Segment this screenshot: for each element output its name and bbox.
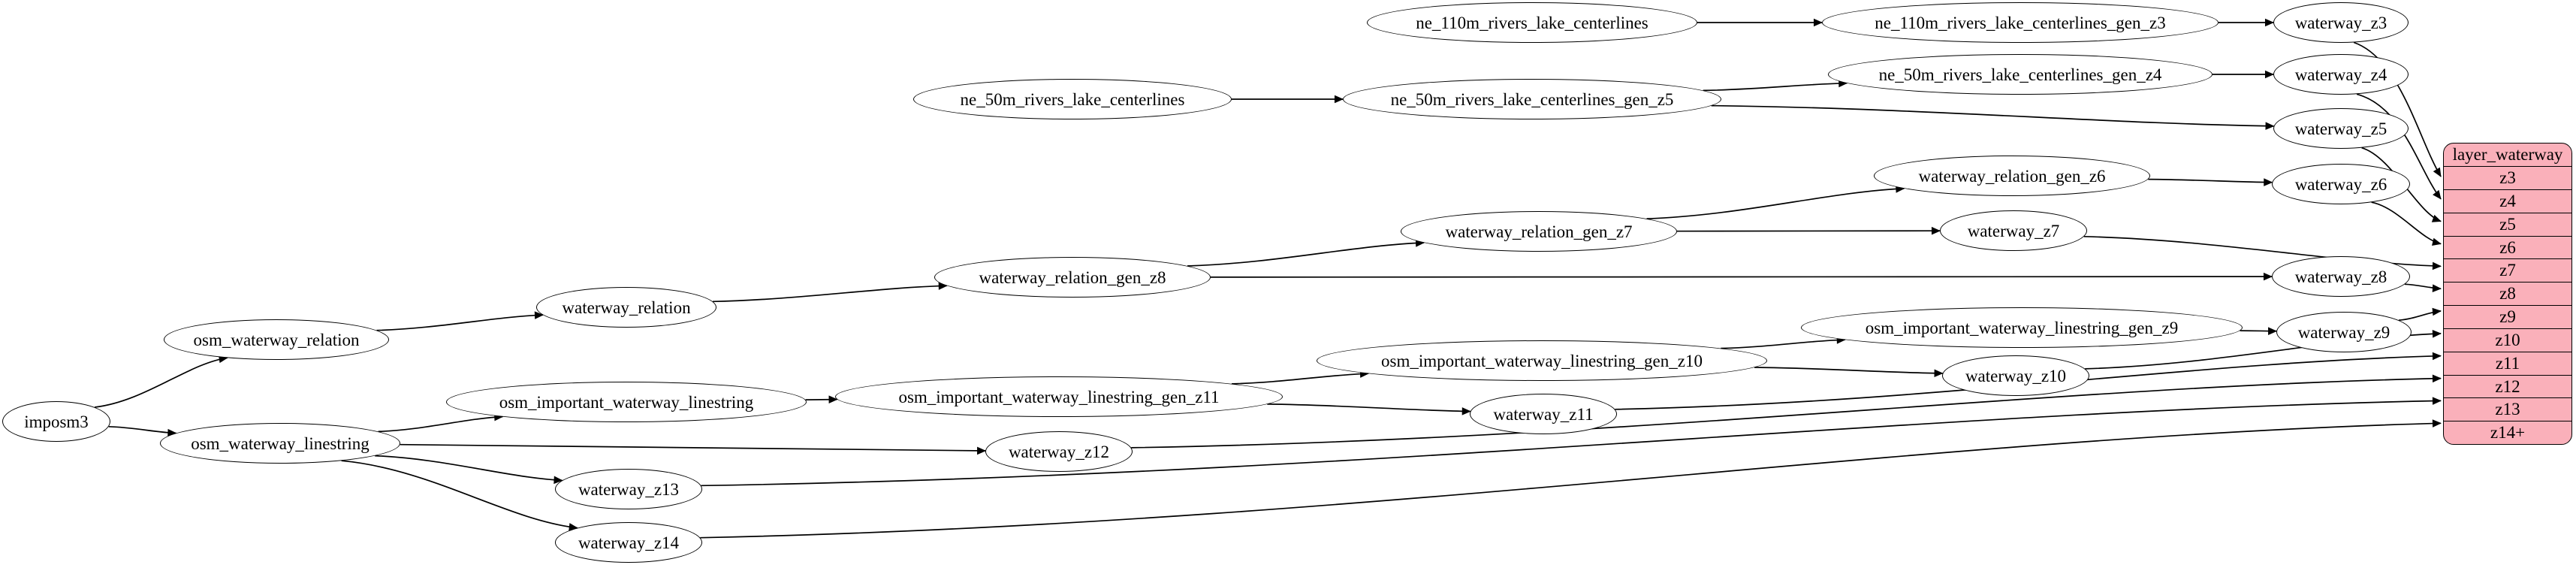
node-waterway-z13: waterway_z13: [555, 469, 702, 509]
node-waterway-z9: waterway_z9: [2276, 312, 2412, 352]
node-label: waterway_z10: [1965, 366, 2067, 385]
edge-osm-important-waterway-linestring-gen-z10-to-waterway-z10: [1754, 367, 1944, 378]
node-label: waterway_z8: [2294, 267, 2387, 286]
node-label: waterway_relation_gen_z8: [979, 267, 1166, 287]
edge-osm-waterway-linestring-to-waterway-z13: [375, 455, 563, 485]
table-row-z13: z13: [2444, 397, 2571, 421]
edge-waterway-z14-to-layer-waterway-z14-: [700, 419, 2442, 539]
node-waterway-relation-gen-z6: waterway_relation_gen_z6: [1874, 156, 2150, 196]
node-osm-important-waterway-linestring-gen-z9: osm_important_waterway_linestring_gen_z9: [1801, 307, 2243, 348]
node-waterway-relation-gen-z8: waterway_relation_gen_z8: [934, 257, 1211, 298]
edge-waterway-relation-to-waterway-relation-gen-z8: [712, 282, 948, 303]
node-label: osm_important_waterway_linestring_gen_z1…: [1381, 351, 1703, 370]
edge-waterway-z4-to-layer-waterway-z4: [2356, 93, 2442, 200]
node-label: waterway_relation: [562, 298, 691, 317]
node-label: ne_50m_rivers_lake_centerlines: [960, 89, 1185, 109]
node-label: imposm3: [24, 412, 89, 431]
edge-osm-waterway-linestring-to-waterway-z14: [341, 460, 578, 531]
node-osm-important-waterway-linestring: osm_important_waterway_linestring: [446, 382, 807, 422]
edge-waterway-z3-to-layer-waterway-z3: [2353, 41, 2442, 177]
node-label: waterway_z5: [2294, 119, 2387, 138]
node-label: osm_waterway_relation: [193, 330, 360, 349]
edge-waterway-z6-to-layer-waterway-z6: [2371, 201, 2442, 246]
node-waterway-relation-gen-z7: waterway_relation_gen_z7: [1401, 211, 1677, 252]
edge-waterway-relation-gen-z8-to-waterway-relation-gen-z7: [1187, 239, 1425, 267]
node-waterway-z5: waterway_z5: [2273, 108, 2409, 149]
edge-waterway-relation-gen-z8-to-waterway-z8: [1210, 272, 2273, 281]
node-label: osm_important_waterway_linestring_gen_z1…: [898, 387, 1220, 406]
node-waterway-z4: waterway_z4: [2273, 54, 2409, 95]
edge-waterway-relation-gen-z7-to-waterway-relation-gen-z6: [1646, 185, 1905, 219]
node-label: osm_waterway_linestring: [191, 434, 370, 453]
edge-osm-important-waterway-linestring-gen-z11-to-osm-important-waterway-linestring-gen-z10: [1231, 370, 1370, 385]
table-row-z6: z6: [2444, 235, 2571, 259]
node-waterway-z8: waterway_z8: [2272, 256, 2410, 297]
node-ne-110m-rivers-lake-centerlines-gen-z3: ne_110m_rivers_lake_centerlines_gen_z3: [1822, 2, 2219, 43]
edge-osm-waterway-linestring-to-osm-important-waterway-linestring: [378, 412, 504, 433]
node-label: osm_important_waterway_linestring: [499, 392, 754, 412]
node-label: waterway_z6: [2294, 174, 2387, 194]
edge-imposm3-to-osm-waterway-relation: [95, 355, 228, 408]
node-label: waterway_z4: [2294, 65, 2387, 84]
node-label: waterway_z9: [2297, 322, 2390, 342]
node-waterway-z14: waterway_z14: [555, 522, 702, 563]
node-label: waterway_z13: [578, 479, 680, 499]
edge-waterway-z13-to-layer-waterway-z13: [701, 397, 2442, 487]
table-title: layer_waterway: [2452, 145, 2563, 164]
node-osm-important-waterway-linestring-gen-z11: osm_important_waterway_linestring_gen_z1…: [835, 376, 1283, 417]
node-waterway-relation: waterway_relation: [536, 287, 716, 328]
table-row-z10: z10: [2444, 328, 2571, 352]
node-waterway-z6: waterway_z6: [2272, 164, 2410, 204]
table-row-z8: z8: [2444, 282, 2571, 305]
node-waterway-z3: waterway_z3: [2273, 2, 2409, 43]
edge-osm-waterway-linestring-to-waterway-z12: [400, 443, 987, 455]
node-label: waterway_z11: [1493, 404, 1594, 424]
table-row-z3: z3: [2444, 166, 2571, 189]
edge-ne-50m-rivers-lake-centerlines-gen-z5-to-waterway-z5: [1711, 104, 2275, 130]
node-waterway-z7: waterway_z7: [1940, 210, 2087, 251]
node-label: ne_50m_rivers_lake_centerlines_gen_z4: [1878, 65, 2162, 84]
edge-imposm3-to-osm-waterway-linestring: [108, 425, 177, 437]
node-osm-waterway-relation: osm_waterway_relation: [164, 319, 389, 360]
table-row-z14-plus: z14+: [2444, 421, 2571, 444]
table-row-z7: z7: [2444, 258, 2571, 282]
node-label: waterway_z7: [1967, 221, 2060, 240]
node-label: ne_50m_rivers_lake_centerlines_gen_z5: [1390, 89, 1674, 109]
node-label: ne_110m_rivers_lake_centerlines: [1416, 13, 1648, 32]
edge-waterway-z12-to-layer-waterway-z12: [1131, 374, 2442, 449]
table-row-z12: z12: [2444, 374, 2571, 398]
node-waterway-z11: waterway_z11: [1470, 394, 1617, 434]
table-row-z4: z4: [2444, 189, 2571, 213]
table-row-z11: z11: [2444, 351, 2571, 375]
node-ne-50m-rivers-lake-centerlines-gen-z5: ne_50m_rivers_lake_centerlines_gen_z5: [1343, 79, 1721, 119]
node-waterway-z10: waterway_z10: [1942, 355, 2089, 396]
node-label: waterway_z14: [578, 533, 680, 552]
node-imposm3: imposm3: [2, 401, 110, 442]
edge-osm-important-waterway-linestring-gen-z11-to-waterway-z11: [1267, 403, 1471, 415]
edge-osm-important-waterway-linestring-gen-z10-to-osm-important-waterway-linestring-gen-z9: [1721, 336, 1846, 349]
node-ne-50m-rivers-lake-centerlines-gen-z4: ne_50m_rivers_lake_centerlines_gen_z4: [1828, 54, 2213, 95]
node-label: waterway_relation_gen_z6: [1918, 166, 2106, 186]
table-row-z9: z9: [2444, 305, 2571, 328]
node-waterway-z12: waterway_z12: [985, 431, 1133, 472]
node-label: waterway_z3: [2294, 13, 2387, 32]
edge-waterway-relation-gen-z6-to-waterway-z6: [2148, 178, 2273, 186]
node-label: waterway_relation_gen_z7: [1445, 222, 1633, 241]
node-label: ne_110m_rivers_lake_centerlines_gen_z3: [1875, 13, 2166, 32]
node-osm-important-waterway-linestring-gen-z10: osm_important_waterway_linestring_gen_z1…: [1317, 340, 1767, 381]
edge-waterway-z8-to-layer-waterway-z8: [2404, 283, 2442, 292]
edge-waterway-z9-to-layer-waterway-z9: [2398, 307, 2442, 322]
node-ne-50m-rivers-lake-centerlines: ne_50m_rivers_lake_centerlines: [913, 79, 1232, 119]
node-label: waterway_z12: [1008, 442, 1110, 461]
node-ne-110m-rivers-lake-centerlines: ne_110m_rivers_lake_centerlines: [1367, 2, 1697, 43]
node-label: osm_important_waterway_linestring_gen_z9: [1865, 318, 2179, 337]
edge-osm-waterway-relation-to-waterway-relation: [376, 311, 544, 331]
table-row-z5: z5: [2444, 212, 2571, 236]
node-osm-waterway-linestring: osm_waterway_linestring: [160, 423, 400, 464]
edge-ne-50m-rivers-lake-centerlines-gen-z5-to-ne-50m-rivers-lake-centerlines-gen-z4: [1703, 79, 1848, 92]
